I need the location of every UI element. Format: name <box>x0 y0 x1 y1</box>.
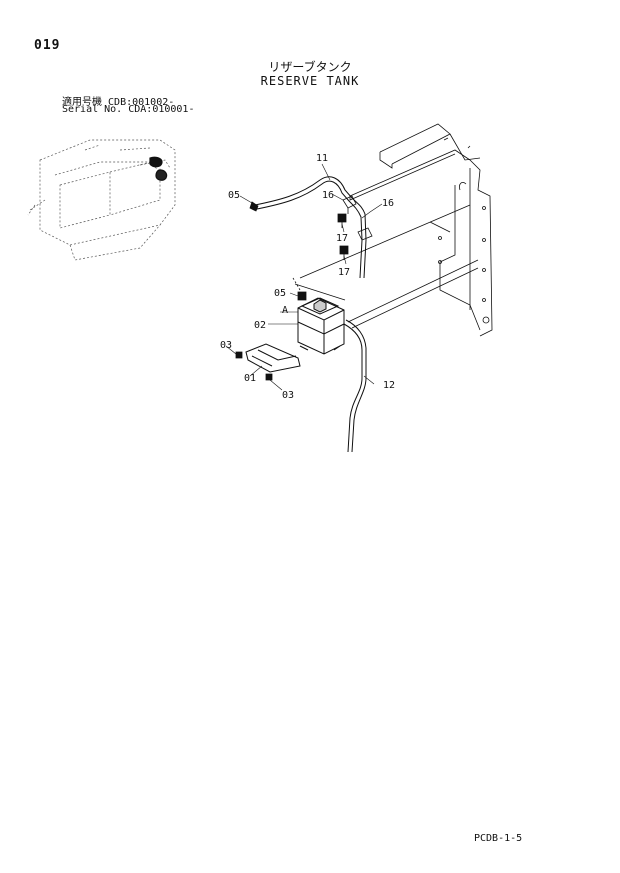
section-leader-A <box>292 277 301 291</box>
hose-12 <box>343 319 367 453</box>
title-japanese: リザーブタンク <box>268 60 352 74</box>
clip-16-lower <box>357 227 373 241</box>
leader-lines <box>225 163 383 391</box>
callout-17-upper: 17 <box>336 233 348 244</box>
callout-labels: 11 05 16 16 17 17 05 A 02 03 01 03 12 <box>220 153 395 401</box>
callout-16-upper: 16 <box>322 190 334 201</box>
serial-line-1-value: CDB:001002- <box>108 97 175 108</box>
hose-11-fitting <box>249 201 259 212</box>
thumbnail-tank-marker <box>149 156 168 181</box>
bolt-03-right <box>265 373 273 381</box>
callout-12: 12 <box>383 380 395 391</box>
callout-05-lower: 05 <box>274 288 286 299</box>
serial-line-1-label: 適用号機 <box>62 97 102 108</box>
frame-outline <box>294 123 493 337</box>
page-number: 019 <box>34 38 61 53</box>
clip-16-upper <box>342 195 357 214</box>
callout-11: 11 <box>316 153 328 164</box>
callout-03-left: 03 <box>220 340 232 351</box>
serial-line-2-value: CDA:010001- <box>128 104 195 115</box>
serial-line-2-label: Serial No. <box>62 104 123 115</box>
reserve-tank-02 <box>297 297 345 355</box>
callout-16-lower: 16 <box>382 198 394 209</box>
callout-A: A <box>282 305 288 316</box>
hose-11 <box>254 176 367 279</box>
bolt-17-lower <box>339 245 349 260</box>
callout-01: 01 <box>244 373 256 384</box>
bolt-17-upper <box>337 213 347 228</box>
machine-thumbnail <box>27 139 176 261</box>
title-english: RESERVE TANK <box>260 74 360 88</box>
footer-code: PCDB-1-5 <box>474 833 523 844</box>
callout-03-right: 03 <box>282 390 294 401</box>
serial-line-1: 適用号機 CDB:001002- <box>62 93 174 108</box>
bracket-01 <box>245 343 301 373</box>
serial-line-2: Serial No. CDA:010001- <box>62 104 194 115</box>
callout-05-upper: 05 <box>228 190 240 201</box>
cap-05-lower <box>297 291 307 301</box>
bolt-03-left <box>235 351 243 359</box>
callout-17-lower: 17 <box>338 267 350 278</box>
callout-02: 02 <box>254 320 266 331</box>
